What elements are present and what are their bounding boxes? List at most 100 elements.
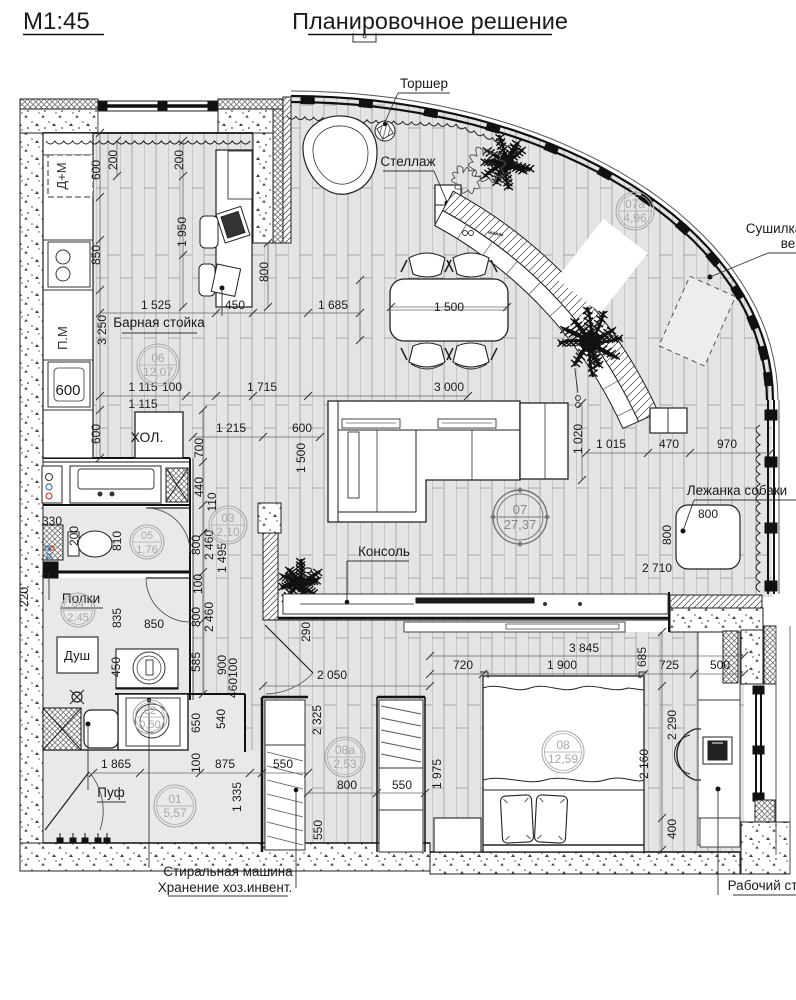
svg-text:Лежанка собаки: Лежанка собаки bbox=[687, 483, 787, 498]
svg-text:1 115: 1 115 bbox=[128, 380, 157, 394]
svg-text:875: 875 bbox=[215, 757, 235, 771]
svg-text:800: 800 bbox=[189, 607, 203, 627]
svg-text:900: 900 bbox=[215, 655, 229, 675]
svg-text:1 495: 1 495 bbox=[215, 543, 229, 573]
svg-text:550: 550 bbox=[273, 757, 293, 771]
svg-text:Консоль: Консоль bbox=[358, 544, 410, 559]
svg-text:470: 470 bbox=[659, 437, 679, 451]
svg-text:4,96: 4,96 bbox=[623, 211, 647, 225]
svg-text:04: 04 bbox=[72, 598, 84, 610]
svg-text:1 500: 1 500 bbox=[294, 443, 308, 473]
svg-text:27,37: 27,37 bbox=[504, 517, 537, 532]
svg-text:600: 600 bbox=[55, 382, 80, 399]
svg-text:835: 835 bbox=[110, 608, 124, 628]
svg-text:550: 550 bbox=[311, 820, 325, 840]
svg-text:200: 200 bbox=[67, 526, 81, 546]
svg-text:540: 540 bbox=[214, 709, 228, 729]
svg-text:800: 800 bbox=[660, 525, 674, 545]
svg-text:08а: 08а bbox=[335, 743, 355, 757]
svg-text:500: 500 bbox=[710, 658, 730, 672]
svg-text:725: 725 bbox=[659, 658, 679, 672]
svg-text:460: 460 bbox=[226, 678, 240, 698]
svg-text:ХОЛ.: ХОЛ. bbox=[131, 429, 164, 445]
svg-text:Сушилка: Сушилка bbox=[746, 221, 796, 236]
svg-text:01: 01 bbox=[168, 792, 182, 806]
svg-text:440: 440 bbox=[192, 477, 206, 497]
svg-text:Д+М: Д+М bbox=[54, 162, 69, 189]
svg-text:200: 200 bbox=[106, 150, 120, 170]
svg-text:110: 110 bbox=[205, 492, 219, 511]
svg-text:1 215: 1 215 bbox=[216, 421, 246, 435]
svg-text:100: 100 bbox=[189, 753, 203, 773]
svg-text:Пуф: Пуф bbox=[97, 785, 124, 800]
svg-text:Стеллаж: Стеллаж bbox=[380, 154, 435, 169]
svg-text:07а: 07а bbox=[625, 197, 645, 211]
svg-text:0,50: 0,50 bbox=[139, 719, 160, 731]
svg-text:5,57: 5,57 bbox=[163, 806, 187, 820]
svg-text:1 900: 1 900 bbox=[547, 658, 577, 672]
svg-text:3 845: 3 845 bbox=[569, 641, 599, 655]
svg-text:330: 330 bbox=[42, 514, 62, 528]
svg-text:1 525: 1 525 bbox=[141, 298, 171, 312]
svg-text:08: 08 bbox=[556, 738, 570, 752]
svg-text:П.М: П.М bbox=[55, 326, 70, 350]
svg-text:05: 05 bbox=[141, 530, 153, 542]
svg-text:Торшер: Торшер bbox=[400, 76, 448, 91]
svg-text:290: 290 bbox=[299, 622, 313, 642]
svg-text:1 865: 1 865 bbox=[101, 757, 131, 771]
svg-text:М1:45: М1:45 bbox=[23, 8, 90, 35]
svg-text:1 685: 1 685 bbox=[318, 298, 348, 312]
svg-text:800: 800 bbox=[189, 535, 203, 555]
svg-text:3 250: 3 250 bbox=[95, 315, 109, 345]
svg-text:03: 03 bbox=[221, 511, 235, 525]
svg-text:450: 450 bbox=[109, 657, 123, 677]
svg-text:07: 07 bbox=[513, 502, 527, 517]
svg-text:ве: ве bbox=[781, 236, 796, 251]
svg-text:1 975: 1 975 bbox=[430, 759, 444, 789]
svg-text:1 020: 1 020 bbox=[571, 424, 585, 454]
svg-text:550: 550 bbox=[392, 778, 412, 792]
svg-text:585: 585 bbox=[189, 652, 203, 672]
svg-text:2 460: 2 460 bbox=[202, 602, 216, 632]
svg-text:685: 685 bbox=[635, 647, 649, 667]
svg-text:2,10: 2,10 bbox=[216, 525, 240, 539]
svg-text:2 050: 2 050 bbox=[317, 668, 347, 682]
svg-text:1 115: 1 115 bbox=[128, 397, 157, 411]
svg-text:100: 100 bbox=[226, 658, 240, 678]
svg-text:600: 600 bbox=[292, 421, 312, 435]
svg-text:970: 970 bbox=[717, 437, 737, 451]
svg-text:800: 800 bbox=[698, 507, 718, 521]
svg-text:850: 850 bbox=[144, 617, 164, 631]
svg-text:2,53: 2,53 bbox=[333, 757, 357, 771]
svg-text:1 715: 1 715 bbox=[247, 380, 277, 394]
svg-text:450: 450 bbox=[225, 298, 245, 312]
svg-text:600: 600 bbox=[89, 424, 103, 444]
svg-text:720: 720 bbox=[453, 658, 473, 672]
svg-text:2 710: 2 710 bbox=[642, 561, 672, 575]
svg-text:Хранение хоз.инвент.: Хранение хоз.инвент. bbox=[158, 880, 293, 895]
svg-text:2 290: 2 290 bbox=[665, 710, 679, 740]
svg-text:06: 06 bbox=[151, 351, 165, 365]
svg-text:2,45: 2,45 bbox=[67, 612, 88, 624]
svg-text:Стиральная машина: Стиральная машина bbox=[163, 864, 293, 879]
svg-text:200: 200 bbox=[172, 150, 186, 170]
svg-text:02: 02 bbox=[144, 705, 156, 717]
svg-text:2 160: 2 160 bbox=[637, 749, 651, 779]
svg-text:Душ: Душ bbox=[64, 648, 90, 663]
svg-text:2 325: 2 325 bbox=[310, 705, 324, 735]
svg-text:Рабочий стол: Рабочий стол bbox=[728, 878, 796, 893]
svg-text:650: 650 bbox=[189, 713, 203, 733]
svg-text:810: 810 bbox=[110, 531, 124, 551]
svg-text:910: 910 bbox=[301, 567, 315, 587]
svg-text:1 950: 1 950 bbox=[175, 217, 189, 247]
svg-text:1 015: 1 015 bbox=[596, 437, 626, 451]
svg-text:220: 220 bbox=[17, 587, 31, 607]
svg-text:12,07: 12,07 bbox=[143, 365, 173, 379]
svg-text:1 500: 1 500 bbox=[434, 300, 464, 314]
svg-text:700: 700 bbox=[192, 438, 206, 458]
svg-text:12,59: 12,59 bbox=[548, 752, 578, 766]
svg-text:100: 100 bbox=[191, 574, 205, 594]
svg-text:1,76: 1,76 bbox=[136, 544, 157, 556]
svg-text:600: 600 bbox=[89, 160, 103, 180]
svg-text:800: 800 bbox=[337, 778, 357, 792]
